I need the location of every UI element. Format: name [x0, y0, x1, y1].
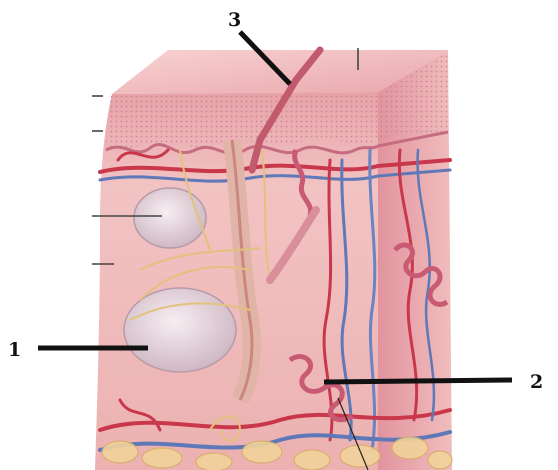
epidermis-layer	[106, 94, 378, 148]
callout-3-number: 3	[228, 9, 241, 31]
sebaceous-gland	[134, 188, 206, 248]
callout-2-line	[324, 380, 512, 382]
skin-block	[95, 50, 452, 470]
callout-1-number: 1	[8, 339, 21, 361]
callout-2-number: 2	[530, 371, 543, 393]
